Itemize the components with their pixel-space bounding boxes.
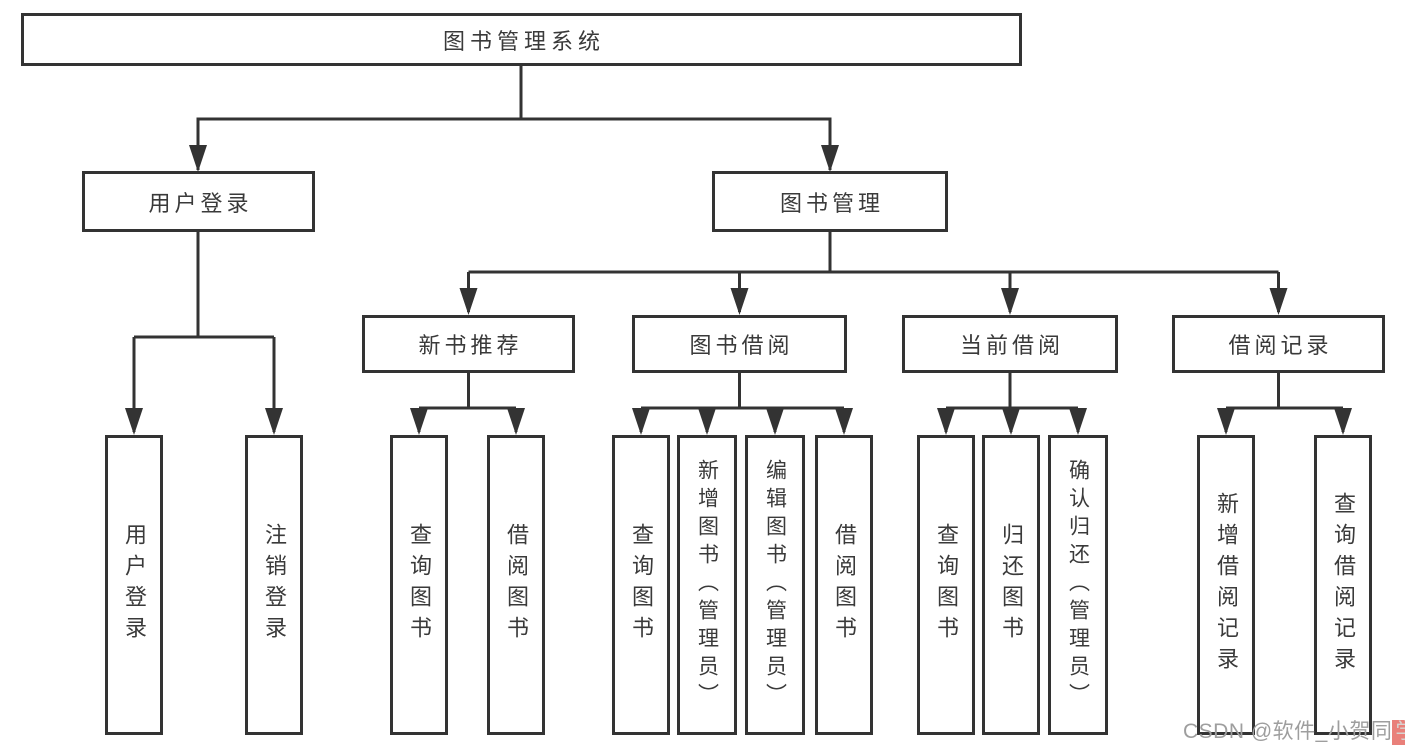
leaf-logout-label: 注销登录 [262, 523, 287, 647]
arrowhead-icon [507, 408, 525, 435]
leaf-confirm-return-admin: 确认归还（管理员） [1048, 435, 1108, 735]
node-root: 图书管理系统 [21, 13, 1022, 66]
leaf-recommend-query-book-label: 查询图书 [407, 523, 432, 647]
node-book-borrow-label: 图书借阅 [689, 333, 794, 358]
arrowhead-icon [632, 408, 650, 435]
arrowhead-icon [1001, 288, 1019, 315]
watermark-accent: 学 [1392, 720, 1405, 745]
edge-new-rec-children [417, 373, 518, 432]
node-user-login: 用户登录 [82, 171, 315, 232]
arrowhead-icon [459, 288, 478, 315]
leaf-borrow-query-book: 查询图书 [612, 435, 670, 735]
node-book-mgmt-label: 图书管理 [779, 190, 884, 216]
leaf-user-login-label: 用户登录 [122, 523, 147, 647]
leaf-return-book: 归还图书 [982, 435, 1040, 735]
edge-borrow-children [639, 373, 846, 432]
arrowhead-icon [410, 408, 428, 435]
node-root-label: 图书管理系统 [442, 28, 605, 54]
watermark-text: CSDN @软件_小贺同 [1183, 720, 1393, 743]
arrowhead-icon [698, 408, 716, 435]
leaf-query-borrow-record: 查询借阅记录 [1314, 435, 1372, 735]
node-new-book-recommend: 新书推荐 [362, 315, 575, 373]
arrowhead-icon [730, 288, 749, 315]
arrowhead-icon [821, 145, 839, 172]
arrowhead-icon [1002, 408, 1020, 435]
leaf-add-book-admin-label: 新增图书（管理员） [695, 459, 719, 711]
arrowhead-icon [1069, 408, 1087, 435]
watermark: CSDN @软件_小贺同学 [1183, 715, 1405, 745]
leaf-recommend-borrow-book-label: 借阅图书 [504, 523, 529, 647]
leaf-borrow-borrow-book: 借阅图书 [815, 435, 873, 735]
arrowhead-icon [835, 408, 853, 435]
arrowhead-icon [1334, 408, 1352, 435]
leaf-edit-book-admin-label: 编辑图书（管理员） [763, 459, 787, 711]
leaf-recommend-borrow-book: 借阅图书 [487, 435, 545, 735]
node-new-book-recommend-label: 新书推荐 [418, 333, 523, 358]
node-user-login-label: 用户登录 [148, 190, 253, 216]
edge-record-children [1224, 373, 1345, 432]
arrowhead-icon [189, 145, 207, 172]
leaf-confirm-return-admin-label: 确认归还（管理员） [1066, 459, 1090, 711]
leaf-edit-book-admin: 编辑图书（管理员） [745, 435, 805, 735]
arrowheads [125, 145, 1352, 435]
edge-root-children [196, 117, 832, 170]
node-book-borrow: 图书借阅 [632, 315, 847, 373]
node-book-mgmt: 图书管理 [712, 171, 948, 232]
leaf-logout: 注销登录 [245, 435, 303, 735]
node-borrow-record-label: 借阅记录 [1228, 333, 1333, 358]
arrowhead-icon [937, 408, 955, 435]
node-current-borrow: 当前借阅 [902, 315, 1118, 373]
leaf-add-borrow-record: 新增借阅记录 [1197, 435, 1255, 735]
leaf-return-book-label: 归还图书 [999, 523, 1024, 647]
leaf-user-login: 用户登录 [105, 435, 163, 735]
leaf-borrow-query-book-label: 查询图书 [629, 523, 654, 647]
node-borrow-record: 借阅记录 [1172, 315, 1385, 373]
leaf-borrow-borrow-book-label: 借阅图书 [832, 523, 857, 647]
leaf-current-query-book-label: 查询图书 [934, 523, 959, 647]
arrowhead-icon [265, 408, 283, 435]
leaf-add-book-admin: 新增图书（管理员） [677, 435, 737, 735]
leaf-current-query-book: 查询图书 [917, 435, 975, 735]
edge-book-mgmt-children [467, 232, 1280, 312]
arrowhead-icon [1269, 288, 1288, 315]
leaf-query-borrow-record-label: 查询借阅记录 [1331, 492, 1356, 678]
leaf-recommend-query-book: 查询图书 [390, 435, 448, 735]
arrowhead-icon [125, 408, 143, 435]
leaf-add-borrow-record-label: 新增借阅记录 [1214, 492, 1239, 678]
arrowhead-icon [766, 408, 784, 435]
arrowhead-icon [1217, 408, 1235, 435]
edge-user-login-children [132, 232, 276, 432]
node-current-borrow-label: 当前借阅 [959, 333, 1064, 358]
